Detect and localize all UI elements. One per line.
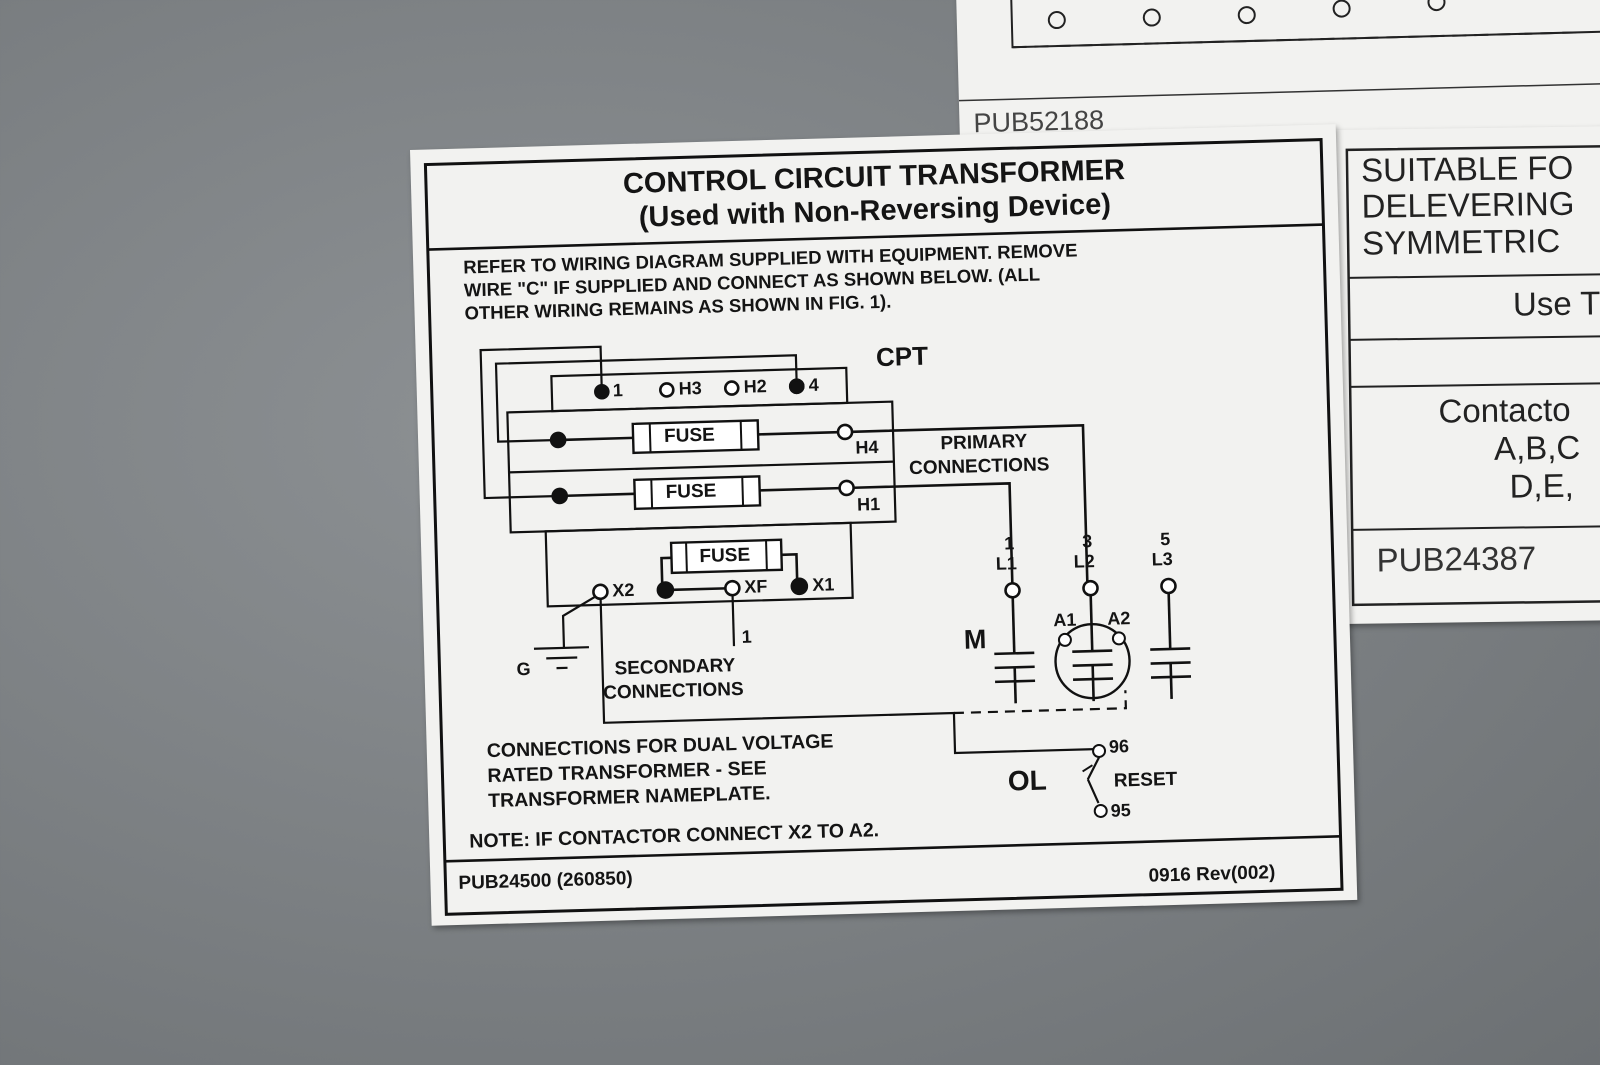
right-label: SUITABLE FO DELEVERING SYMMETRIC Use T C… — [1334, 125, 1600, 625]
xf-label: XF — [744, 576, 768, 597]
secondary-connections-1: SECONDARY — [614, 655, 736, 680]
fuse-h4-label: FUSE — [663, 424, 716, 448]
terminal-1-dot — [594, 383, 610, 400]
line-number-5: 5 — [1159, 528, 1171, 550]
right-label-contactor-3: D,E, — [1509, 466, 1574, 505]
terminal-h3-label: H3 — [678, 377, 703, 399]
ground-label: G — [516, 658, 531, 680]
right-label-line-3: SYMMETRIC — [1361, 221, 1561, 262]
fuse-secondary-label: FUSE — [699, 544, 751, 568]
terminal-95-label: 95 — [1110, 800, 1132, 821]
primary-connections-1: PRIMARY — [940, 430, 1028, 455]
secondary-connections-2: CONNECTIONS — [602, 678, 744, 704]
m-label: M — [963, 624, 987, 655]
h1-label: H1 — [856, 494, 881, 515]
h4-label: H4 — [855, 437, 879, 458]
reset-label: RESET — [1113, 768, 1178, 792]
line-label-l2: L2 — [1073, 551, 1096, 572]
line-number-3: 3 — [1081, 531, 1093, 552]
fuse-h1-label: FUSE — [665, 480, 717, 503]
top-label-diagram — [958, 0, 1600, 102]
wiring-diagram — [423, 138, 1344, 916]
line-label-l1: L1 — [995, 553, 1018, 574]
cpt-label: CPT — [875, 340, 929, 373]
a1-label: A1 — [1053, 609, 1077, 631]
terminal-1-label: 1 — [612, 380, 624, 401]
terminal-h2-label: H2 — [743, 376, 768, 397]
ol-label: OL — [1007, 764, 1048, 797]
main-label: CONTROL CIRCUIT TRANSFORMER (Used with N… — [410, 124, 1358, 926]
top-label: PUB52188 — [955, 0, 1600, 153]
primary-connections-2: CONNECTIONS — [908, 454, 1050, 480]
right-label-contactor-1: Contacto — [1438, 390, 1571, 430]
revision-number: 0916 Rev(002) — [1148, 862, 1276, 887]
line-number-1: 1 — [1003, 533, 1015, 554]
x1-label: X1 — [812, 574, 835, 595]
right-label-frame — [1345, 144, 1600, 607]
terminal-4-label: 4 — [808, 374, 820, 395]
right-label-line-2: DELEVERING — [1361, 184, 1575, 225]
right-label-use: Use T — [1512, 284, 1600, 323]
x2-label: X2 — [612, 579, 635, 601]
wire-1-label: 1 — [741, 626, 753, 647]
line-label-l3: L3 — [1151, 548, 1174, 570]
right-label-pub-number: PUB24387 — [1376, 539, 1537, 579]
terminal-96-label: 96 — [1108, 736, 1130, 757]
a2-label: A2 — [1107, 608, 1131, 629]
right-label-contactor-2: A,B,C — [1493, 428, 1581, 467]
right-label-line-1: SUITABLE FO — [1360, 148, 1574, 189]
